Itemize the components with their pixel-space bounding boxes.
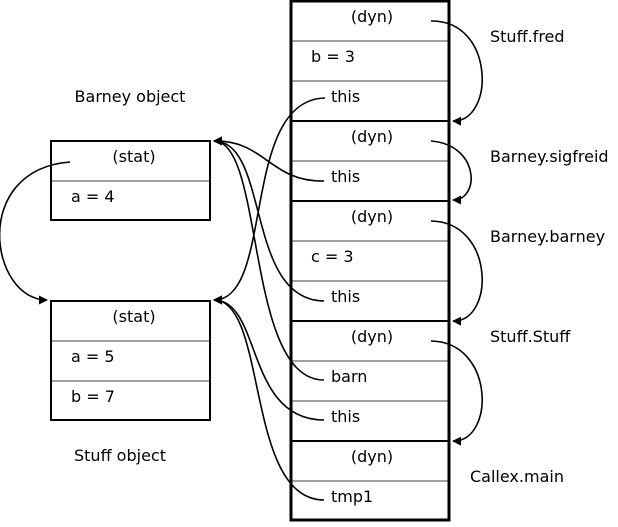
this-ref-arrow: [213, 136, 325, 302]
stack-outline: [289, 0, 451, 522]
this-ref-arrow: [213, 97, 326, 305]
stack-this-cell: this: [331, 287, 360, 306]
barney-object: Barney object (stat) a = 4: [50, 87, 211, 221]
dynamic-links: [430, 20, 483, 446]
stuff-object-box: [50, 300, 211, 421]
frame-label-callex-main: Callex.main: [470, 467, 564, 486]
dyn-link-arrow: [430, 140, 472, 205]
reference-links: [213, 97, 326, 501]
barney-object-header: (stat): [112, 147, 155, 166]
stack-dyn-cell: (dyn): [351, 127, 393, 146]
frame-label-barney-barney: Barney.barney: [490, 227, 605, 246]
barney-object-caption: Barney object: [75, 87, 186, 106]
stack-this-cell: this: [331, 87, 360, 106]
dyn-link-arrow: [430, 20, 483, 126]
this-ref-arrow: [213, 295, 325, 421]
this-ref-arrow: [213, 136, 325, 182]
frame-label-stuff-fred: Stuff.fred: [490, 27, 565, 46]
barn-ref-arrow: [213, 136, 325, 381]
barney-field-a: a = 4: [71, 187, 115, 206]
stack-var-c: c = 3: [311, 247, 354, 266]
dyn-link-arrow: [430, 220, 483, 326]
stuff-object-header: (stat): [112, 307, 155, 326]
call-stack: (dyn) b = 3 this Stuff.fred (dyn) this B…: [289, 0, 609, 522]
stuff-field-a: a = 5: [71, 347, 115, 366]
frame-label-barney-sigfreid: Barney.sigfreid: [490, 147, 609, 166]
stack-this-cell: this: [331, 407, 360, 426]
tmp1-ref-arrow: [213, 295, 325, 501]
stack-dyn-cell: (dyn): [351, 7, 393, 26]
stack-dyn-cell: (dyn): [351, 447, 393, 466]
stack-dyn-cell: (dyn): [351, 327, 393, 346]
stack-this-cell: this: [331, 167, 360, 186]
dyn-link-arrow: [430, 340, 483, 446]
stuff-object: (stat) a = 5 b = 7 Stuff object: [50, 300, 211, 465]
stack-var-b: b = 3: [311, 47, 355, 66]
stat-link-arrow: [0, 161, 71, 305]
frame-label-stuff-stuff: Stuff.Stuff: [490, 327, 571, 346]
stack-dyn-cell: (dyn): [351, 207, 393, 226]
barney-object-box: [50, 140, 211, 221]
stuff-field-b: b = 7: [71, 387, 115, 406]
stuff-object-caption: Stuff object: [74, 446, 166, 465]
stack-var-barn: barn: [331, 367, 367, 386]
static-links: [0, 161, 71, 305]
stack-var-tmp1: tmp1: [331, 487, 373, 506]
